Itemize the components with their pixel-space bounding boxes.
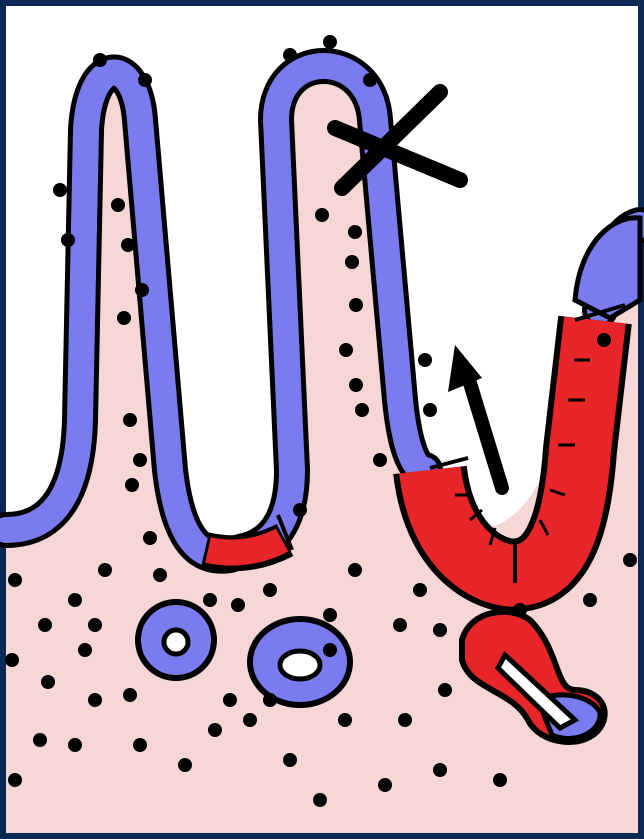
nucleus-dot	[243, 713, 257, 727]
nucleus-dot	[348, 225, 362, 239]
nucleus-dot	[223, 693, 237, 707]
nucleus-dot	[121, 238, 135, 252]
nucleus-dot	[313, 793, 327, 807]
nucleus-dot	[78, 643, 92, 657]
nucleus-dot	[5, 653, 19, 667]
nucleus-dot	[117, 311, 131, 325]
gland-cross-section-middle	[250, 619, 350, 705]
nucleus-dot	[293, 503, 307, 517]
nucleus-dot	[143, 531, 157, 545]
nucleus-dot	[263, 693, 277, 707]
nucleus-dot	[393, 618, 407, 632]
nucleus-dot	[178, 758, 192, 772]
nucleus-dot	[53, 183, 67, 197]
nucleus-dot	[283, 753, 297, 767]
nucleus-dot	[98, 563, 112, 577]
nucleus-dot	[263, 583, 277, 597]
nucleus-dot	[8, 773, 22, 787]
nucleus-dot	[138, 73, 152, 87]
nucleus-dot	[338, 713, 352, 727]
nucleus-dot	[93, 53, 107, 67]
nucleus-dot	[323, 608, 337, 622]
nucleus-dot	[345, 255, 359, 269]
nucleus-dot	[88, 693, 102, 707]
nucleus-dot	[413, 583, 427, 597]
nucleus-dot	[348, 563, 362, 577]
nucleus-dot	[123, 413, 137, 427]
nucleus-dot	[373, 453, 387, 467]
nucleus-dot	[349, 298, 363, 312]
nucleus-dot	[323, 35, 337, 49]
nucleus-dot	[68, 738, 82, 752]
nucleus-dot	[208, 723, 222, 737]
nucleus-dot	[323, 643, 337, 657]
nucleus-dot	[398, 713, 412, 727]
nucleus-dot	[111, 198, 125, 212]
nucleus-dot	[283, 48, 297, 62]
nucleus-dot	[41, 675, 55, 689]
nucleus-dot	[203, 593, 217, 607]
nucleus-dot	[315, 208, 329, 222]
nucleus-dot	[623, 553, 637, 567]
nucleus-dot	[38, 618, 52, 632]
nucleus-dot	[513, 603, 527, 617]
nucleus-dot	[33, 733, 47, 747]
nucleus-dot	[61, 233, 75, 247]
nucleus-dot	[597, 333, 611, 347]
nucleus-dot	[493, 773, 507, 787]
nucleus-dot	[231, 598, 245, 612]
nucleus-dot	[133, 738, 147, 752]
nucleus-dot	[363, 73, 377, 87]
nucleus-dot	[355, 403, 369, 417]
nucleus-dot	[378, 778, 392, 792]
nucleus-dot	[433, 763, 447, 777]
nucleus-dot	[583, 593, 597, 607]
nucleus-dot	[433, 623, 447, 637]
nucleus-dot	[125, 478, 139, 492]
nucleus-dot	[349, 378, 363, 392]
nucleus-dot	[133, 453, 147, 467]
nucleus-dot	[418, 353, 432, 367]
nucleus-dot	[339, 343, 353, 357]
nucleus-dot	[135, 283, 149, 297]
nucleus-dot	[423, 403, 437, 417]
nucleus-dot	[68, 593, 82, 607]
nucleus-dot	[88, 618, 102, 632]
nucleus-dot	[438, 683, 452, 697]
nucleus-dot	[123, 688, 137, 702]
nucleus-dot	[153, 568, 167, 582]
nucleus-dot	[8, 573, 22, 587]
gland-cross-section-left	[138, 602, 214, 678]
